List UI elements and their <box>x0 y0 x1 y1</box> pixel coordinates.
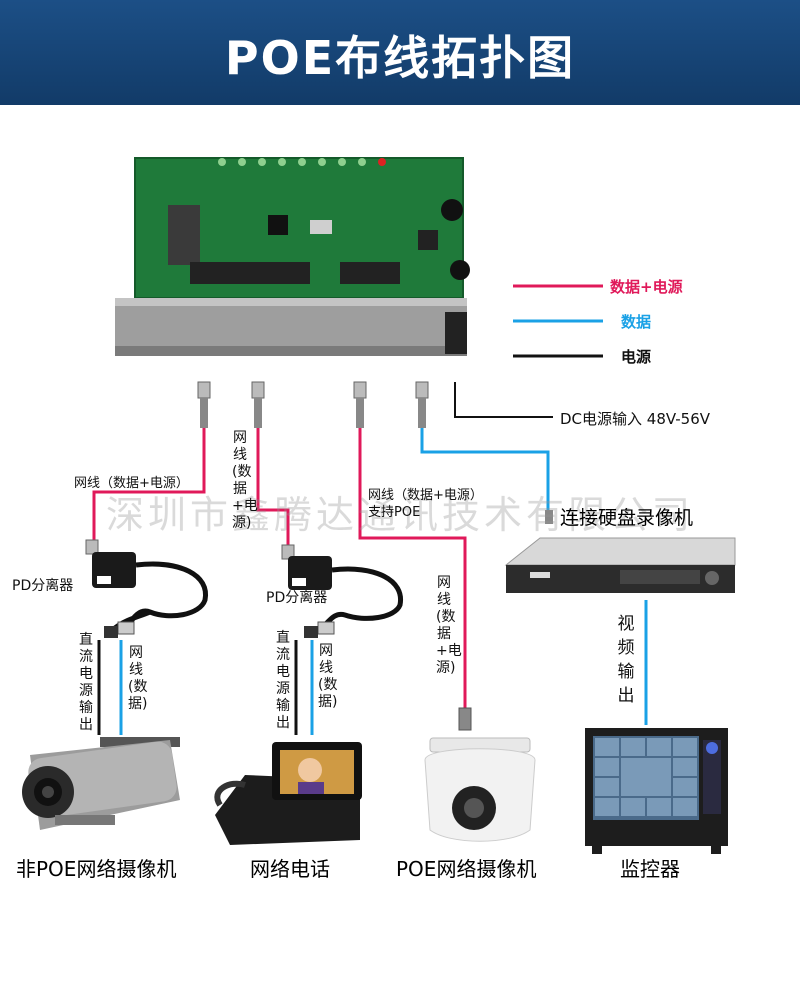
rj45-connector-icon <box>251 381 265 428</box>
cable-1 <box>92 428 206 540</box>
cable-2-label: 网线(数据+电源) <box>232 430 258 531</box>
cable-3-label-line1: 网线（数据+电源） <box>368 488 483 503</box>
cable-3-label-line2: 支持POE <box>368 505 421 520</box>
video-phone-icon <box>214 742 362 845</box>
pd-splitter-icon <box>85 539 209 638</box>
poe-switch-board-icon <box>115 157 470 356</box>
pd-splitter-left-label: PD分离器 <box>12 578 74 594</box>
poe-camera-label: POE网络摄像机 <box>396 857 537 881</box>
legend-label-data: 数据 <box>621 313 652 331</box>
mid-net-output-label: 网线(数据) <box>318 643 338 710</box>
monitor-label: 监控器 <box>620 857 680 881</box>
title-banner: POE布线拓扑图 <box>0 0 800 105</box>
rj45-connector-icon <box>415 381 429 428</box>
rj45-connector-icon <box>197 381 211 428</box>
bullet-camera-icon <box>22 737 180 830</box>
monitor-icon <box>585 728 728 854</box>
nvr-label: 连接硬盘录像机 <box>560 507 694 529</box>
pd-splitter-mid-label: PD分离器 <box>266 590 328 606</box>
dc-power-line <box>454 382 553 418</box>
phone-label: 网络电话 <box>250 857 330 881</box>
legend-label-power: 电源 <box>621 348 652 366</box>
dc-input-label: DC电源输入 48V-56V <box>560 410 711 428</box>
cable-2 <box>256 428 290 545</box>
left-net-output-label: 网线(数据) <box>128 645 148 712</box>
nvr-recorder-icon <box>504 510 736 593</box>
rj45-connector-icon <box>353 381 367 428</box>
rj45-connector-icon <box>458 707 472 731</box>
non-poe-camera-label: 非POE网络摄像机 <box>16 857 177 881</box>
cable-1-label: 网线（数据+电源） <box>74 476 189 491</box>
pd-splitter-icon <box>281 544 404 638</box>
video-output-label: 视频输出 <box>617 614 635 706</box>
left-dc-output-label: 直流电源输出 <box>79 632 93 733</box>
mid-dc-output-label: 直流电源输出 <box>276 630 290 731</box>
cable-4 <box>420 428 550 512</box>
cable-3 <box>358 428 467 710</box>
dome-camera-icon <box>424 737 536 842</box>
watermark-text: 深圳市鑫腾达通讯技术有限公司 <box>105 493 694 537</box>
page-title: POE布线拓扑图 <box>224 31 576 85</box>
cable-4-label: 网线(数据+电源) <box>436 575 462 676</box>
legend-label-data-power: 数据+电源 <box>610 278 683 296</box>
